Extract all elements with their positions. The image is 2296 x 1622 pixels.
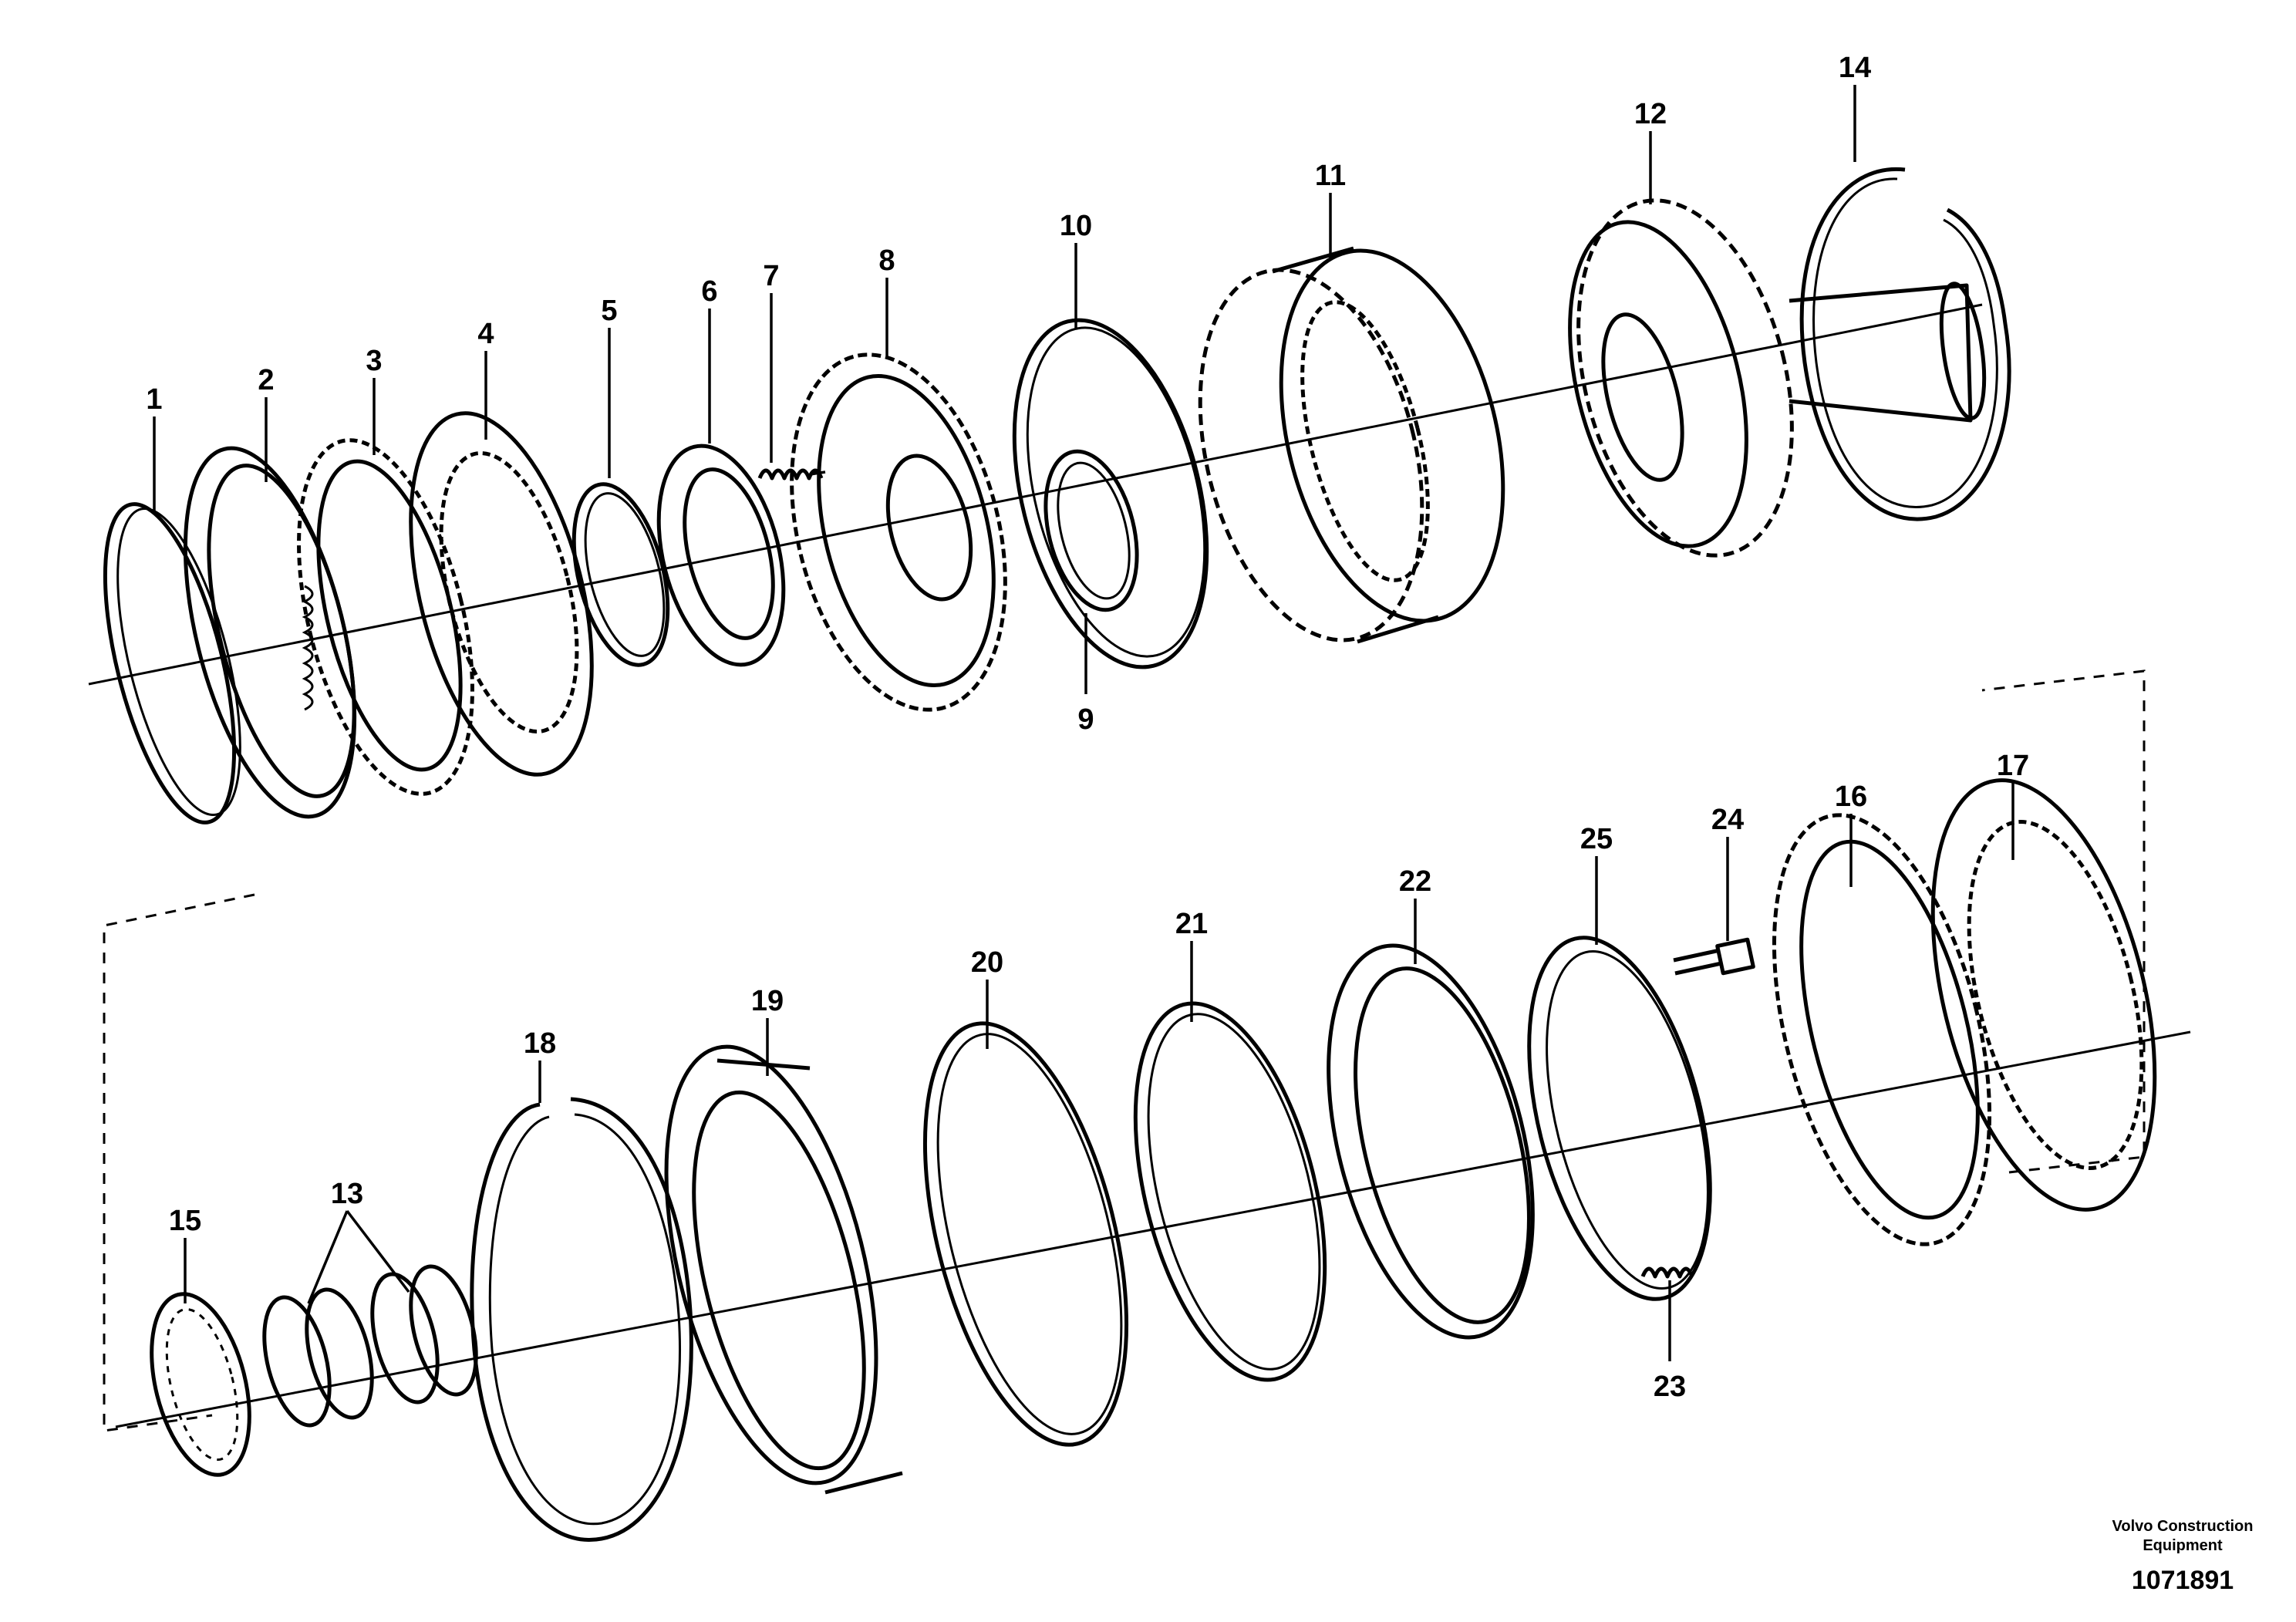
part-16-clutch-disc	[1772, 813, 1992, 1246]
part-22-retainer	[1327, 943, 1535, 1340]
callout-16: 16	[1835, 781, 1867, 813]
callout-7: 7	[763, 260, 779, 292]
part-13-bushing-a	[262, 1287, 374, 1428]
part-20-seal-ring	[922, 1021, 1129, 1447]
part-18-snap-ring	[470, 1097, 693, 1542]
part-10-disc	[1012, 318, 1209, 669]
callout-20: 20	[971, 946, 1003, 979]
callout-10: 10	[1060, 210, 1092, 242]
callout-9: 9	[1077, 703, 1094, 736]
callout-2: 2	[258, 364, 274, 396]
callout-22: 22	[1399, 865, 1431, 898]
part-11-ring-gear	[1198, 246, 1505, 644]
callout-3: 3	[366, 345, 382, 377]
upper-assembly	[88, 167, 2146, 1174]
part-25-spring-carrier	[1527, 936, 1712, 1301]
callout-11: 11	[1315, 160, 1346, 192]
callout-1: 1	[146, 383, 162, 416]
part-4-clutch-plate	[409, 411, 594, 777]
part-9-washer	[1043, 449, 1139, 612]
part-2-plate	[183, 446, 357, 819]
part-1-snap-ring	[103, 502, 241, 824]
callout-14: 14	[1839, 52, 1871, 84]
callout-17: 17	[1997, 750, 2029, 782]
part-14-snap-ring	[1799, 167, 2011, 521]
brand-line-2: Equipment	[2143, 1537, 2223, 1554]
callout-13: 13	[331, 1178, 363, 1210]
callout-24: 24	[1711, 804, 1744, 836]
part-19-piston	[664, 1044, 903, 1495]
callout-4: 4	[477, 318, 494, 350]
callout-8: 8	[878, 244, 895, 277]
footer: Volvo Construction Equipment 1071891	[2112, 1518, 2254, 1595]
lower-assembly	[103, 778, 2191, 1542]
brand-line-1: Volvo Construction	[2112, 1518, 2254, 1535]
part-21-seal-ring	[1133, 1001, 1327, 1382]
upper-callouts: 1 2 3 4 5 6 7 8 9 10 11 12 14	[146, 52, 1871, 736]
part-8-gear-hub	[790, 352, 1007, 712]
part-17-clutch-plate	[1930, 778, 2157, 1212]
callout-23: 23	[1654, 1371, 1686, 1403]
callout-5: 5	[601, 295, 617, 327]
part-6-bearing-race	[656, 443, 786, 667]
callout-6: 6	[701, 275, 717, 308]
callout-19: 19	[751, 985, 784, 1017]
lower-callouts: 15 13 18 19 20 21 22 23 24 25 16 17	[169, 750, 2029, 1403]
part-12-gear-shaft	[1568, 198, 1987, 558]
callout-12: 12	[1634, 98, 1667, 130]
part-24-bolt	[1673, 937, 1755, 976]
document-number: 1071891	[2132, 1566, 2234, 1595]
callout-15: 15	[169, 1205, 201, 1237]
callout-21: 21	[1175, 908, 1208, 940]
part-15-needle-bearing	[150, 1292, 251, 1477]
callout-25: 25	[1580, 823, 1613, 855]
part-23-spring	[1640, 1266, 1694, 1279]
part-13-bushing-b	[370, 1264, 478, 1404]
callout-18: 18	[524, 1027, 556, 1060]
